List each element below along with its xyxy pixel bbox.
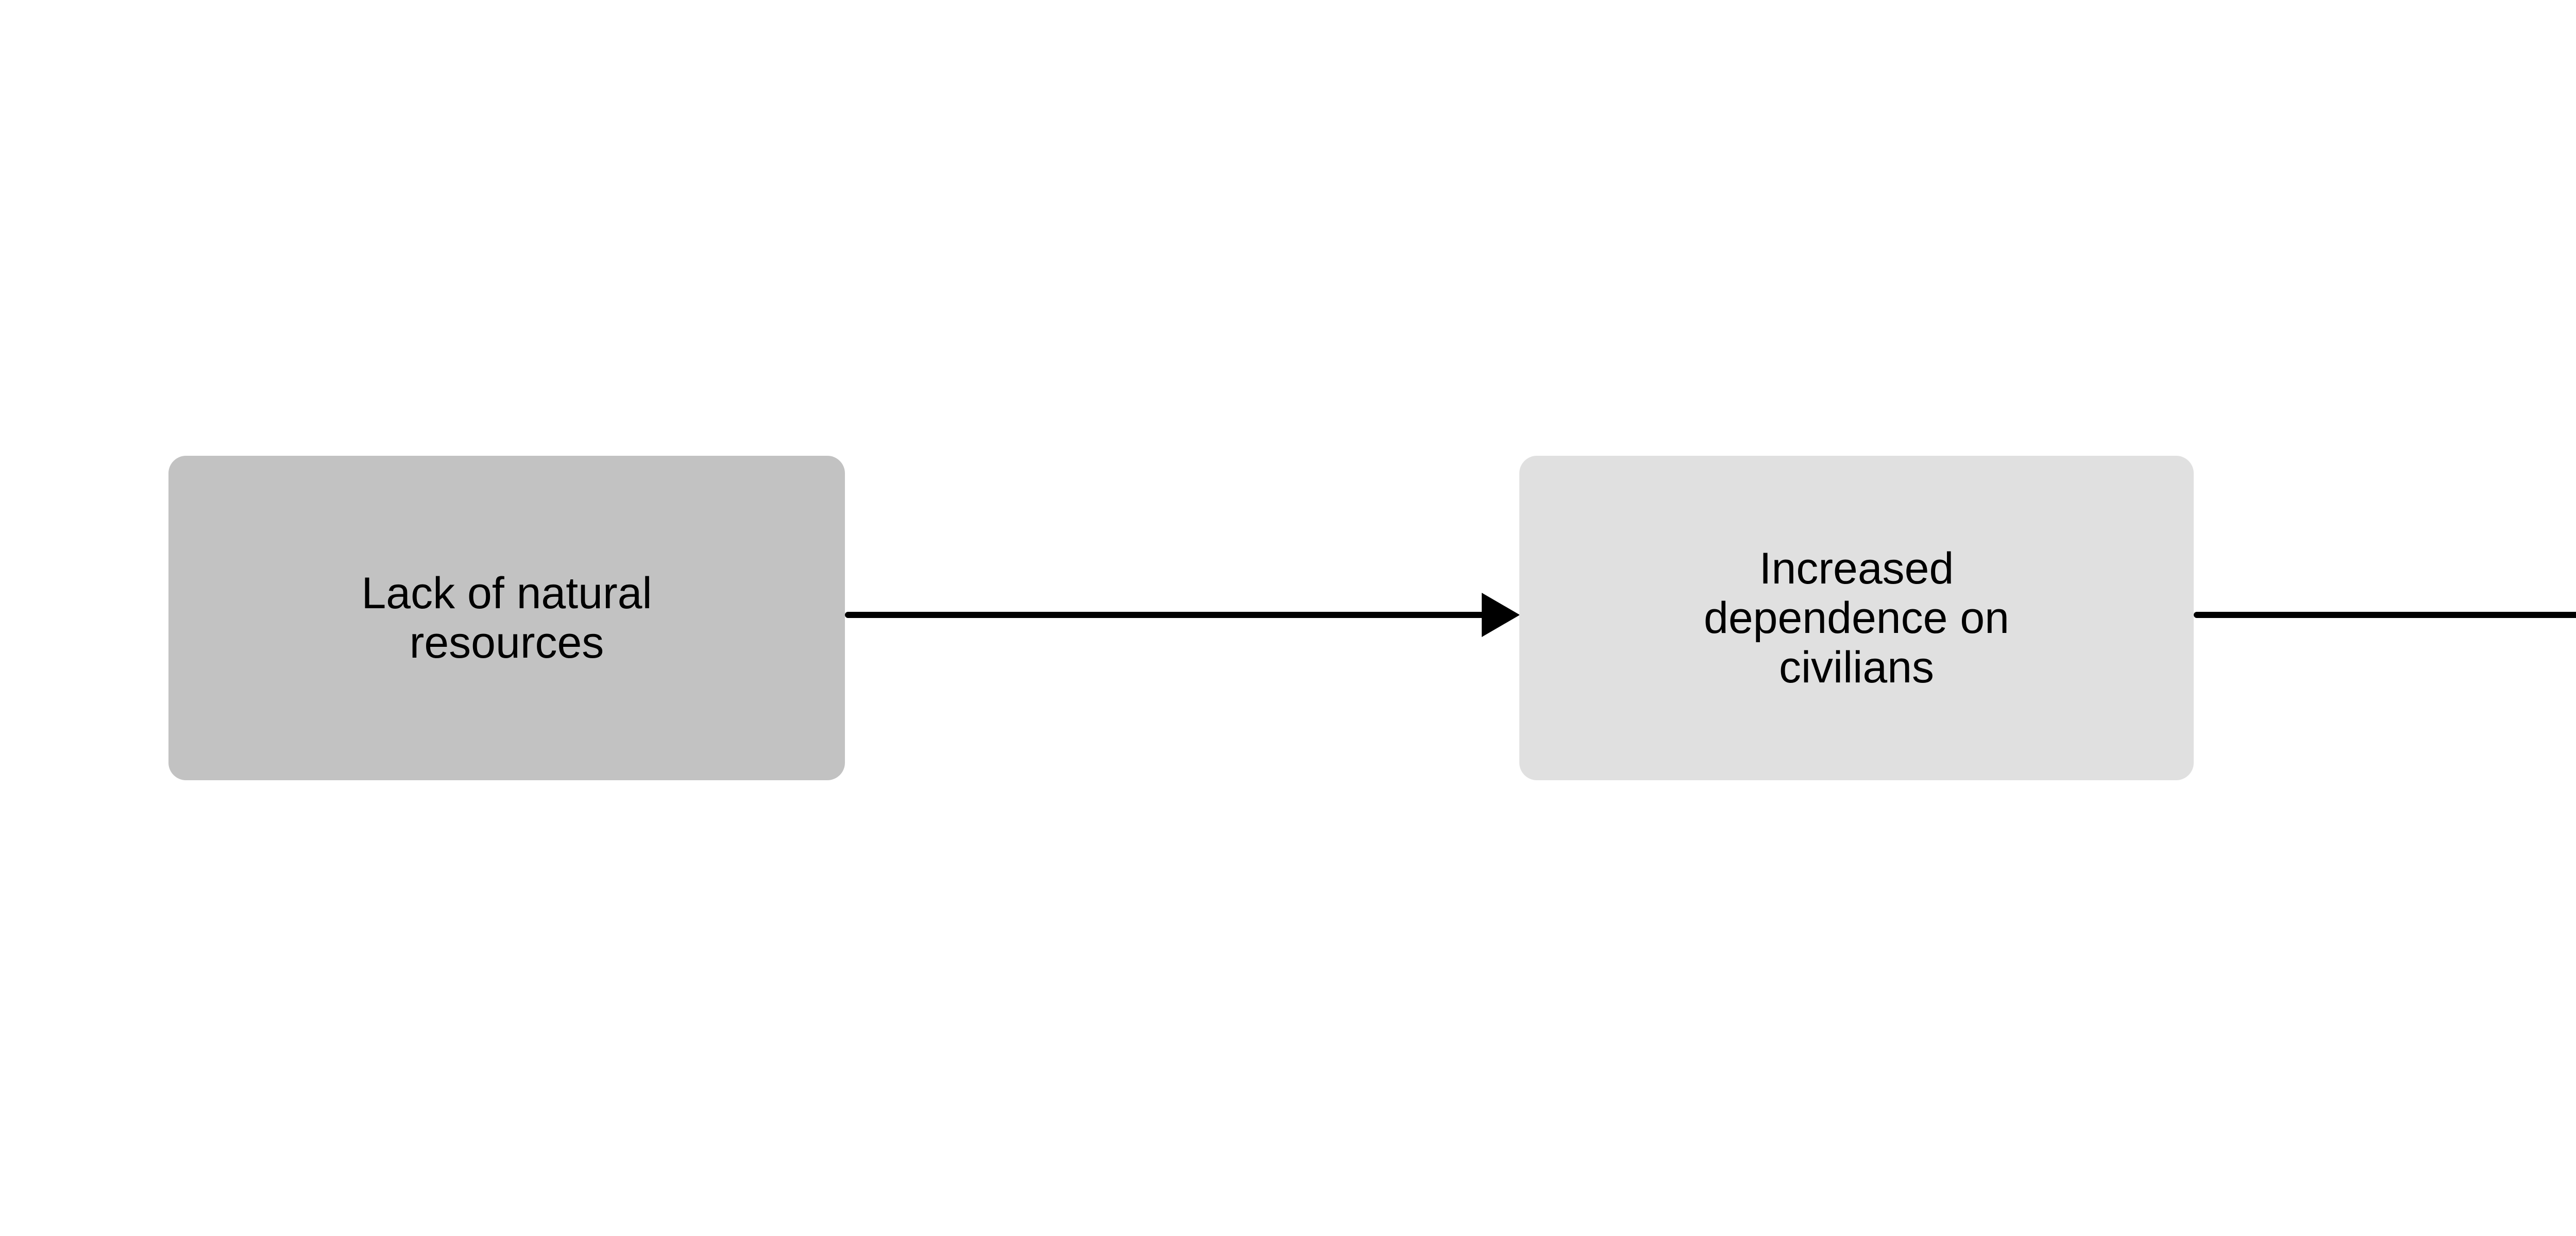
diagram-node-lack-of-natural-resources: Lack of natural resources — [168, 456, 845, 780]
diagram-node-increased-dependence-on-civilians: Increased dependence on civilians — [1519, 456, 2194, 780]
node-label: Lack of natural resources — [361, 568, 652, 667]
node-label: Increased dependence on civilians — [1703, 543, 2009, 693]
arrow-line — [845, 612, 1487, 618]
arrow-head-icon — [1482, 593, 1520, 637]
arrow-line — [2194, 612, 2576, 618]
